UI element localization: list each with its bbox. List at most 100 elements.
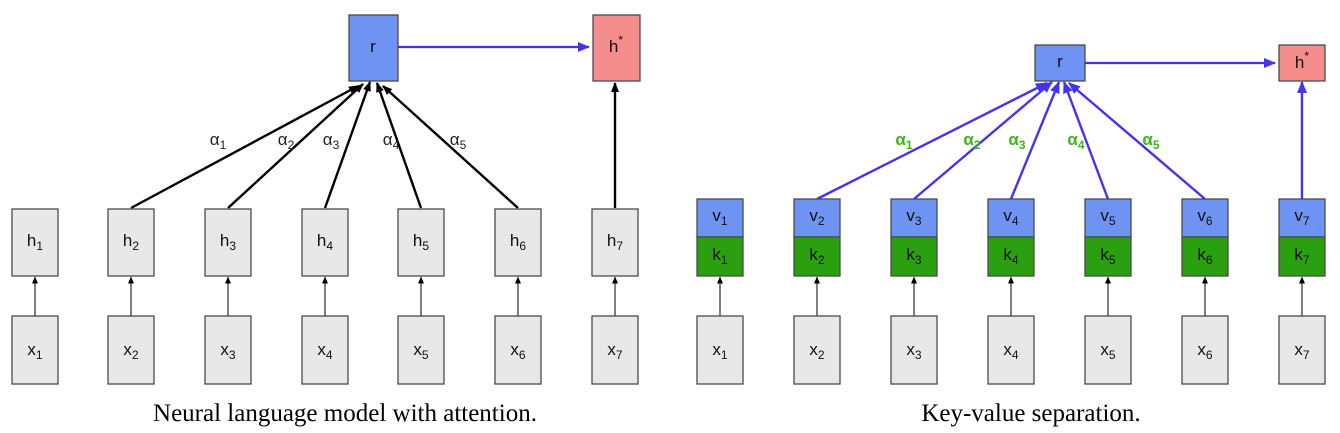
attention-arrow-5 bbox=[375, 82, 423, 209]
h-node-label-6: h6 bbox=[510, 231, 526, 253]
h-node-label-4-base: h bbox=[317, 231, 326, 250]
v-node-label-2: v2 bbox=[809, 206, 825, 228]
h-node-label-4: h4 bbox=[317, 231, 333, 253]
x-node-label-6-subscript: 6 bbox=[519, 348, 526, 362]
h-node-label-5: h5 bbox=[413, 231, 429, 253]
kv-hstar-node-label: h* bbox=[1295, 49, 1309, 72]
x-node-label-2-base: x bbox=[123, 340, 132, 359]
k-node-label-1-base: k bbox=[712, 245, 721, 264]
k-node-1 bbox=[696, 236, 744, 277]
alpha-label-2-subscript: 2 bbox=[288, 138, 295, 152]
kv-hstar-node-label-base: h bbox=[1295, 53, 1304, 72]
kv-x-node-3 bbox=[890, 315, 938, 385]
k-node-label-4-base: k bbox=[1003, 245, 1012, 264]
x-node-label-3: x3 bbox=[220, 340, 236, 362]
kv-x-node-4 bbox=[987, 315, 1035, 385]
v-node-label-3-subscript: 3 bbox=[915, 214, 922, 228]
v-node-label-7-base: v bbox=[1294, 206, 1303, 225]
alpha-label-5: α5 bbox=[450, 130, 467, 152]
x-node-4 bbox=[301, 315, 349, 385]
kv-x-node-6 bbox=[1181, 315, 1229, 385]
v-node-1 bbox=[696, 198, 744, 238]
kv-x-node-1 bbox=[696, 315, 744, 385]
kv-x-node-label-6-base: x bbox=[1197, 340, 1206, 359]
kv-x-node-label-2: x2 bbox=[809, 340, 825, 362]
alpha-label-4-base: α bbox=[383, 130, 393, 149]
kv-attention-arrow-4 bbox=[1009, 81, 1061, 200]
x-node-6 bbox=[494, 315, 542, 385]
k-node-label-3-base: k bbox=[906, 245, 915, 264]
alpha-label-3: α3 bbox=[323, 130, 340, 152]
v-node-label-5-subscript: 5 bbox=[1109, 214, 1116, 228]
kv-x-node-label-5: x5 bbox=[1100, 340, 1116, 362]
x-node-label-7: x7 bbox=[607, 340, 623, 362]
kv-alpha-label-2-base: α bbox=[963, 130, 974, 149]
k-node-label-5: k5 bbox=[1100, 245, 1116, 267]
alpha-label-2-base: α bbox=[278, 130, 288, 149]
x-node-label-6-base: x bbox=[510, 340, 519, 359]
x-node-label-7-subscript: 7 bbox=[616, 348, 623, 362]
hstar-node bbox=[592, 14, 641, 82]
alpha-label-3-subscript: 3 bbox=[333, 138, 340, 152]
r-node-label-base: r bbox=[370, 37, 376, 56]
kv-x-node-label-4: x4 bbox=[1003, 340, 1019, 362]
h-node-1 bbox=[11, 208, 59, 277]
hstar-node-label-base: h bbox=[609, 37, 618, 56]
v-node-label-5-base: v bbox=[1100, 206, 1109, 225]
k-node-label-2-subscript: 2 bbox=[818, 253, 825, 267]
kv-x-node-label-1-subscript: 1 bbox=[721, 348, 728, 362]
h-node-label-6-subscript: 6 bbox=[519, 239, 526, 253]
x-node-label-5: x5 bbox=[413, 340, 429, 362]
attention-arrow-3 bbox=[227, 83, 364, 209]
kv-attention-arrow-3 bbox=[913, 81, 1053, 200]
k-node-label-5-subscript: 5 bbox=[1109, 253, 1116, 267]
v-node-label-1: v1 bbox=[712, 206, 728, 228]
x-node-5 bbox=[397, 315, 445, 385]
kv-alpha-label-4: α4 bbox=[1067, 130, 1084, 152]
h-node-3 bbox=[204, 208, 252, 277]
v-node-label-4-subscript: 4 bbox=[1012, 214, 1019, 228]
v-node-label-7-subscript: 7 bbox=[1303, 214, 1310, 228]
k-node-label-7: k7 bbox=[1294, 245, 1310, 267]
kv-x-node-label-5-subscript: 5 bbox=[1109, 348, 1116, 362]
kv-x-node-2 bbox=[793, 315, 841, 385]
hstar-node-label-superscript: * bbox=[618, 33, 623, 47]
v-node-label-2-subscript: 2 bbox=[818, 214, 825, 228]
right-edges bbox=[717, 58, 1307, 316]
kv-x-node-7 bbox=[1278, 315, 1326, 385]
x-node-label-2-subscript: 2 bbox=[132, 348, 139, 362]
h-node-7 bbox=[591, 208, 639, 277]
kv-x-node-label-5-base: x bbox=[1100, 340, 1109, 359]
kv-r-node bbox=[1034, 44, 1086, 82]
kv-alpha-label-3: α3 bbox=[1008, 130, 1025, 152]
x-node-3 bbox=[204, 315, 252, 385]
h-node-label-2: h2 bbox=[123, 231, 139, 253]
x-node-label-1-base: x bbox=[27, 340, 36, 359]
h-node-label-1-base: h bbox=[27, 231, 36, 250]
alpha-label-4: α4 bbox=[383, 130, 400, 152]
h-node-label-3-base: h bbox=[220, 231, 229, 250]
kv-hstar-node-label-superscript: * bbox=[1304, 49, 1309, 63]
x-node-label-1: x1 bbox=[27, 340, 43, 362]
kv-x-node-label-3-subscript: 3 bbox=[915, 348, 922, 362]
h-node-label-2-base: h bbox=[123, 231, 132, 250]
h-node-label-7-subscript: 7 bbox=[616, 239, 623, 253]
kv-alpha-label-5-base: α bbox=[1142, 130, 1153, 149]
k-node-label-3-subscript: 3 bbox=[915, 253, 922, 267]
v-node-6 bbox=[1181, 198, 1229, 238]
alpha-label-3-base: α bbox=[323, 130, 333, 149]
kv-x-node-label-6: x6 bbox=[1197, 340, 1213, 362]
alpha-label-4-subscript: 4 bbox=[393, 138, 400, 152]
kv-attention-arrow-5 bbox=[1062, 81, 1110, 200]
kv-hstar-node bbox=[1278, 44, 1326, 82]
attention-arrow-6 bbox=[382, 85, 519, 209]
left-caption: Neural language model with attention. bbox=[153, 400, 537, 427]
h-node-6 bbox=[494, 208, 542, 277]
x-node-label-5-subscript: 5 bbox=[422, 348, 429, 362]
v-node-label-1-subscript: 1 bbox=[721, 214, 728, 228]
